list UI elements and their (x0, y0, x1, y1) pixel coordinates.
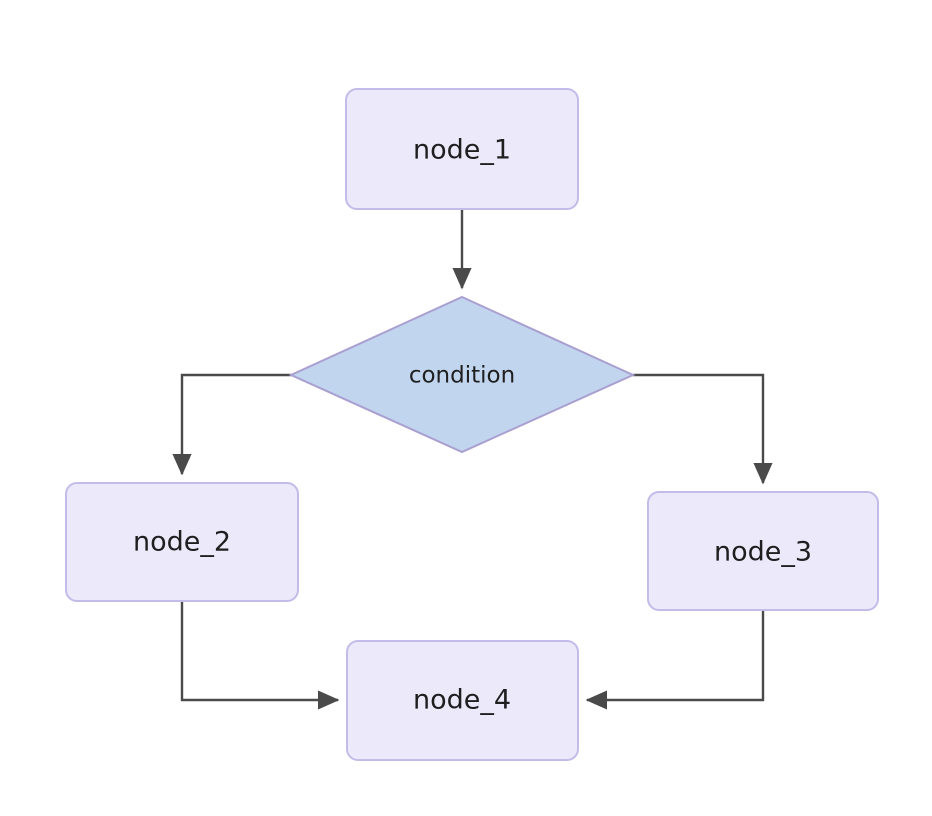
edge-layer (172, 209, 773, 710)
node-node_4[interactable]: node_4 (346, 640, 579, 761)
node_2-label: node_2 (133, 527, 231, 558)
edge-condition-node2 (172, 373, 291, 476)
node_4-label: node_4 (413, 685, 511, 716)
condition-label: condition (409, 363, 515, 389)
node-node_2[interactable]: node_2 (65, 482, 299, 602)
condition-shape[interactable] (288, 295, 636, 454)
node_1-label: node_1 (413, 135, 511, 166)
edge-node2-node4 (180, 601, 340, 710)
node_4-shape[interactable] (346, 640, 579, 761)
node_2-shape[interactable] (65, 482, 299, 602)
edge-condition-node3 (633, 373, 773, 485)
node-node_3[interactable]: node_3 (647, 491, 879, 611)
node-condition[interactable]: condition (288, 295, 636, 454)
node-node_1[interactable]: node_1 (345, 88, 579, 210)
node_3-shape[interactable] (647, 491, 879, 611)
node_1-shape[interactable] (345, 88, 579, 210)
node_3-label: node_3 (714, 537, 812, 568)
edge-node3-node4 (585, 610, 765, 710)
